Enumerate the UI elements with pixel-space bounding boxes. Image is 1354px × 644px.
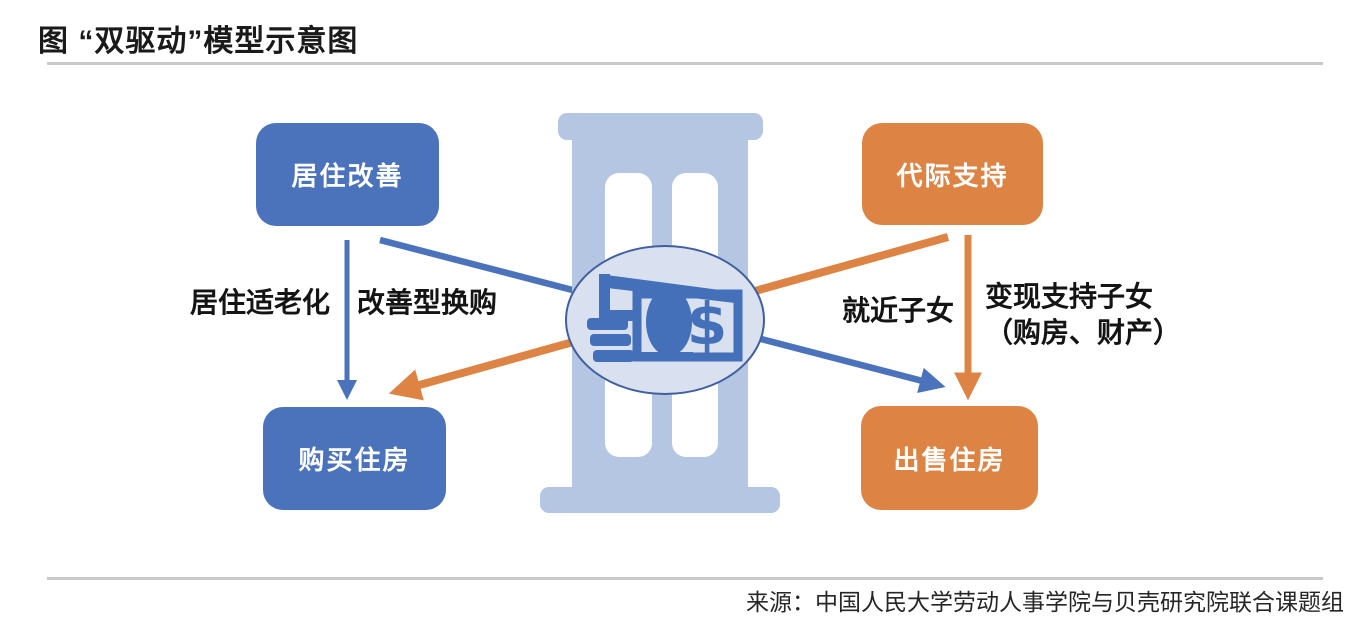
top-divider bbox=[47, 62, 1323, 65]
money-icon: $ bbox=[587, 274, 743, 362]
edge-label-line2: （购房、财产） bbox=[985, 317, 1182, 348]
node-label: 出售住房 bbox=[893, 444, 1006, 475]
node-label: 居住改善 bbox=[291, 161, 404, 191]
edge-label-monetize-support: 变现支持子女 （购房、财产） bbox=[985, 279, 1181, 351]
edge-label-line1: 变现支持子女 bbox=[985, 281, 1154, 312]
node-buy-housing: 购买住房 bbox=[263, 407, 446, 510]
node-intergenerational-support: 代际支持 bbox=[862, 123, 1043, 225]
building-base bbox=[540, 487, 780, 513]
node-label: 购买住房 bbox=[298, 445, 411, 475]
svg-text:$: $ bbox=[687, 290, 727, 358]
bottom-divider bbox=[47, 577, 1323, 580]
node-label: 代际支持 bbox=[896, 160, 1009, 191]
edge-label-near-children: 就近子女 bbox=[842, 295, 955, 326]
edge-label-trade-up: 改善型换购 bbox=[357, 287, 498, 318]
source-note: 来源：中国人民大学劳动人事学院与贝壳研究院联合课题组 bbox=[746, 589, 1344, 615]
node-sell-housing: 出售住房 bbox=[861, 406, 1038, 510]
edge-label-aging-friendly: 居住适老化 bbox=[190, 287, 331, 318]
node-housing-improvement: 居住改善 bbox=[256, 123, 439, 226]
figure-title: 图 “双驱动”模型示意图 bbox=[38, 25, 359, 58]
